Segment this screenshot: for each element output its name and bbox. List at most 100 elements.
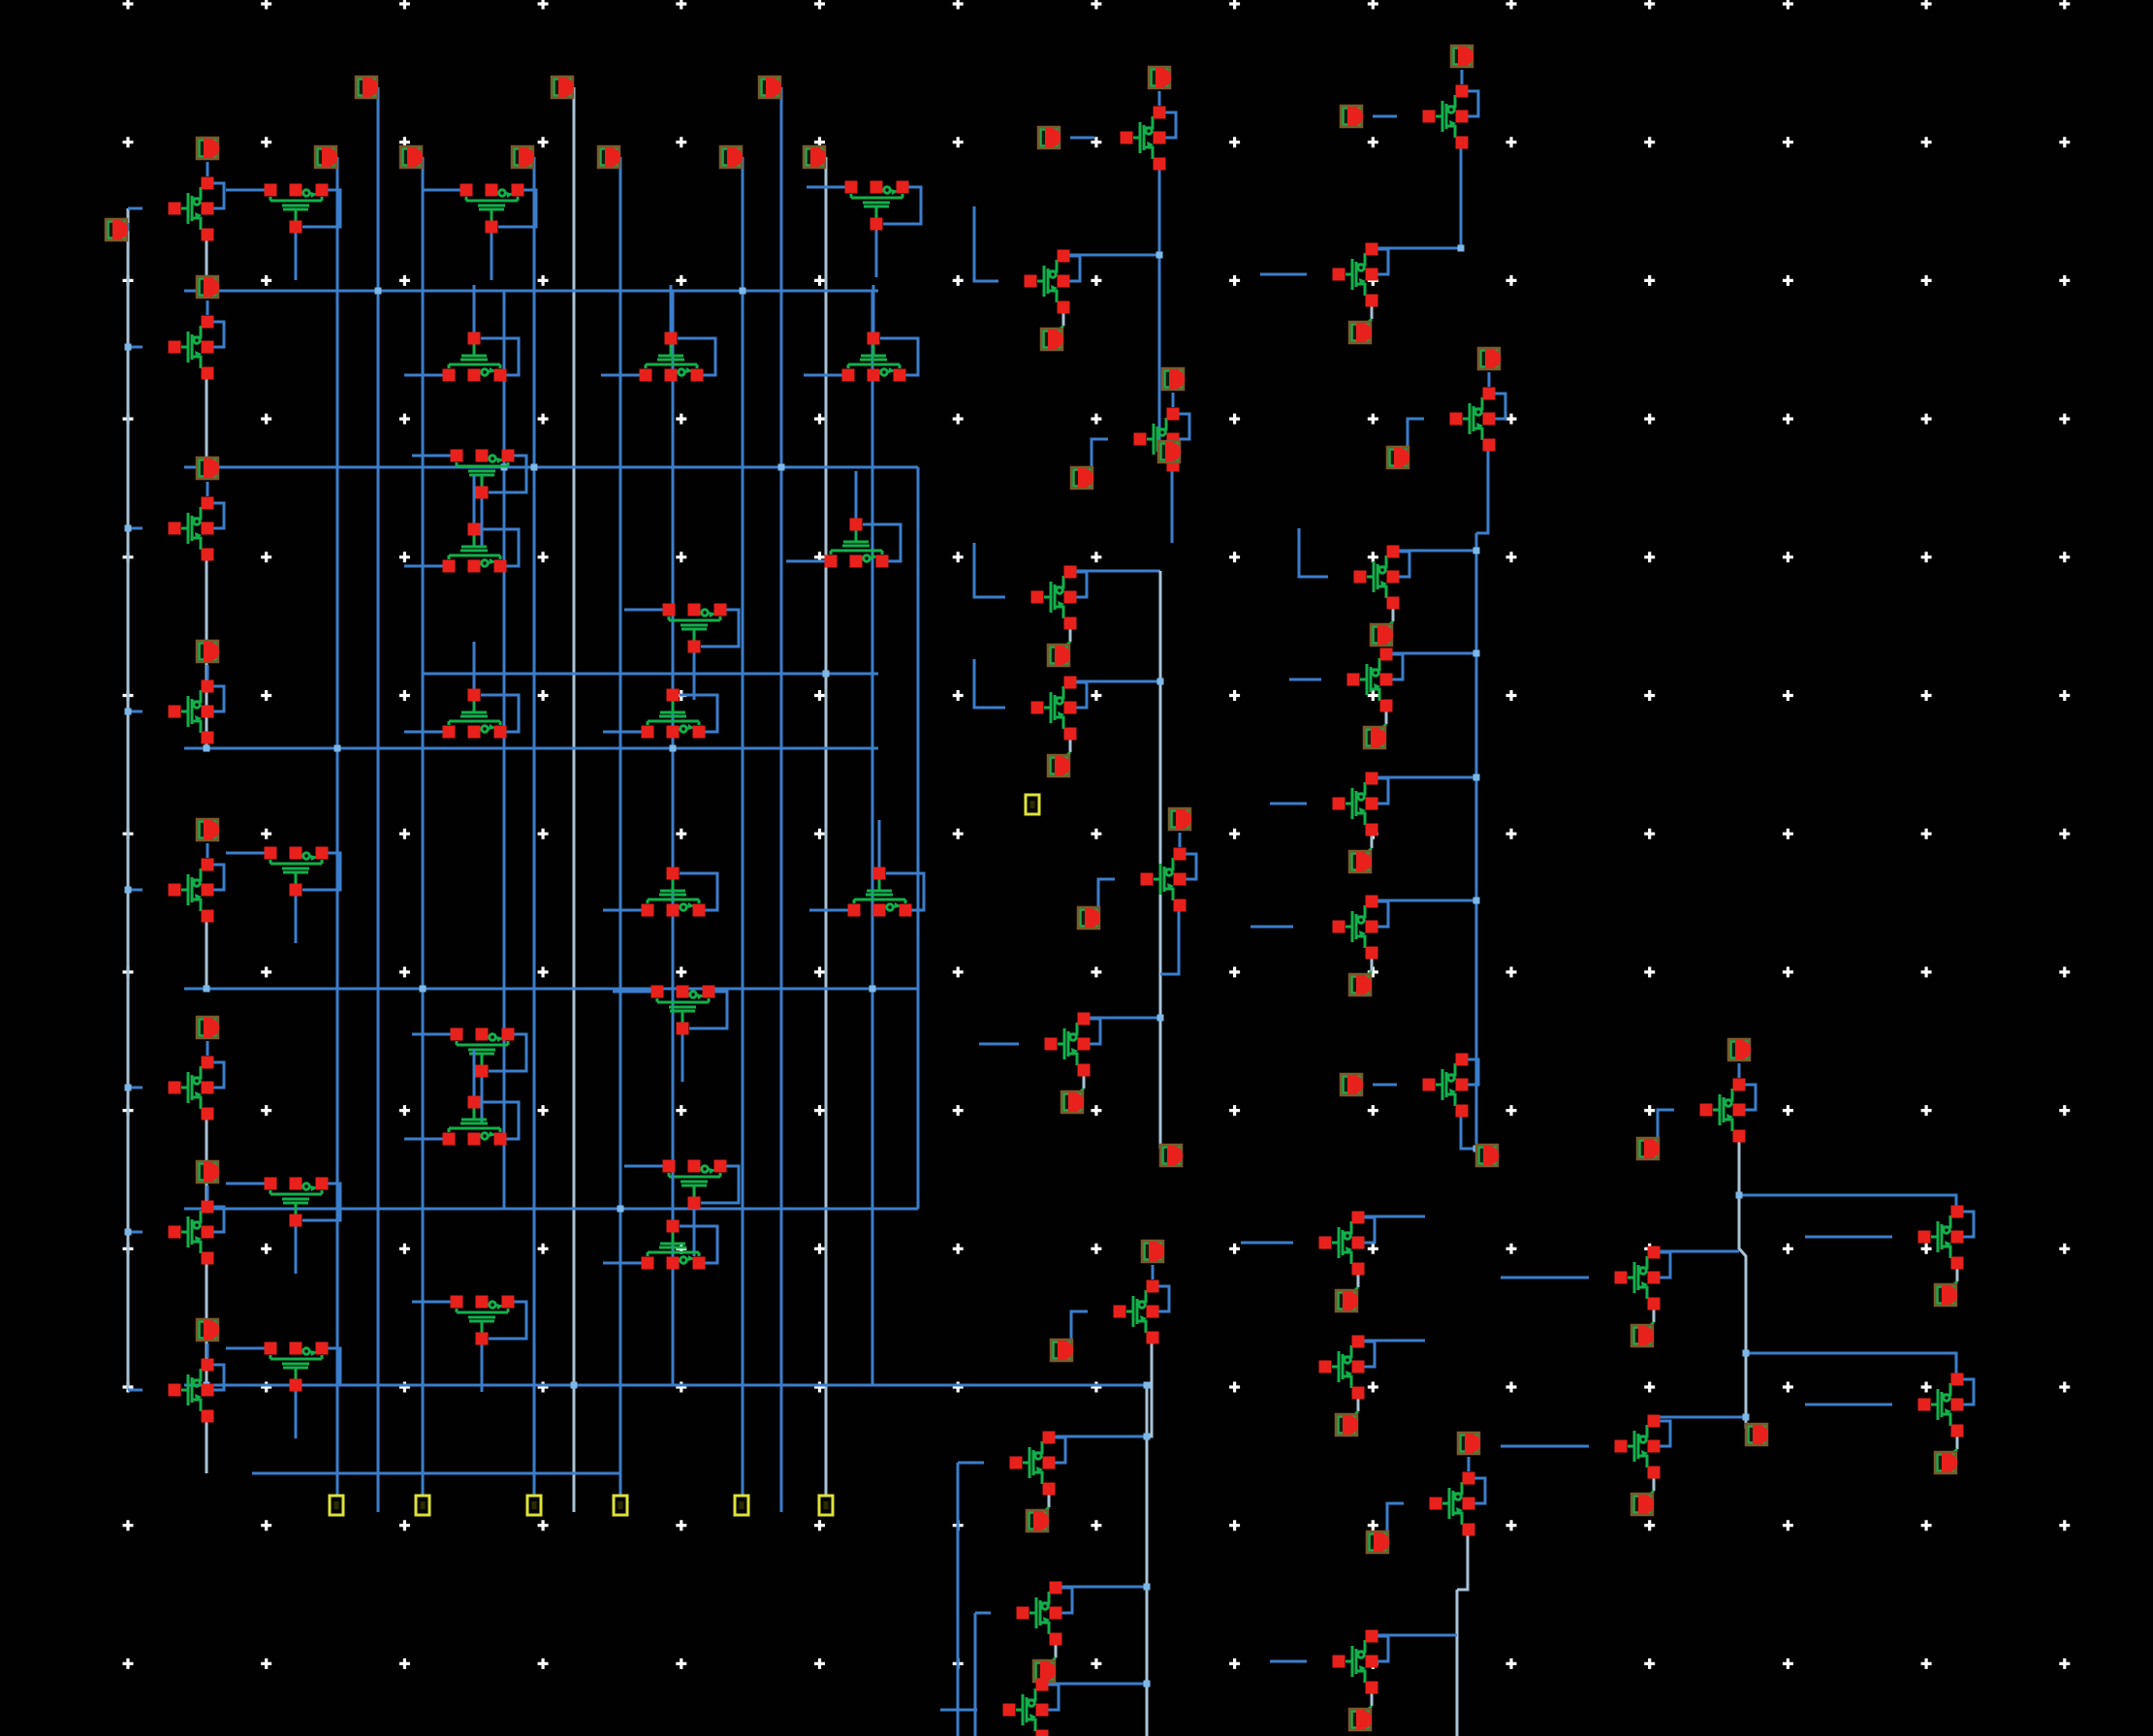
terminal[interactable]: [1647, 1466, 1661, 1479]
export-pin[interactable]: [1334, 1412, 1359, 1437]
terminal[interactable]: [201, 548, 214, 561]
transistor-mos[interactable]: [1346, 647, 1405, 750]
terminal[interactable]: [702, 985, 715, 998]
transistor-mos[interactable]: [603, 1173, 719, 1270]
terminal[interactable]: [1049, 1581, 1062, 1594]
terminal[interactable]: [872, 867, 886, 880]
export-pin[interactable]: [1744, 1422, 1769, 1447]
export-pin[interactable]: [1933, 1450, 1958, 1475]
terminal[interactable]: [1042, 1431, 1056, 1444]
terminal[interactable]: [841, 368, 855, 382]
terminal[interactable]: [201, 1251, 214, 1265]
terminal[interactable]: [1042, 1482, 1056, 1496]
transistor-mos[interactable]: [226, 1177, 342, 1275]
terminal[interactable]: [1950, 1256, 1964, 1270]
terminal[interactable]: [201, 1383, 214, 1397]
wire[interactable]: [1746, 1351, 1958, 1378]
export-pin[interactable]: [1339, 104, 1364, 129]
terminal[interactable]: [1429, 1497, 1442, 1510]
terminal[interactable]: [896, 180, 909, 194]
transistor-mos[interactable]: [809, 820, 926, 917]
junction-node[interactable]: [333, 744, 341, 752]
terminal[interactable]: [676, 985, 689, 998]
terminal[interactable]: [1386, 596, 1400, 610]
transistor-mos[interactable]: [1036, 65, 1178, 171]
terminal[interactable]: [1386, 545, 1400, 558]
junction-node[interactable]: [1457, 244, 1465, 252]
transistor-mos[interactable]: [624, 1159, 741, 1257]
terminal[interactable]: [1614, 1439, 1628, 1453]
terminal[interactable]: [467, 368, 481, 382]
transistor-mos[interactable]: [1917, 1205, 1976, 1308]
terminal[interactable]: [168, 1225, 181, 1239]
export-pin[interactable]: [718, 144, 744, 170]
transistor-mos[interactable]: [1044, 1012, 1102, 1115]
export-pin[interactable]: [354, 75, 379, 100]
transistor-mos[interactable]: [1614, 1246, 1672, 1348]
transistor-mos[interactable]: [404, 476, 521, 573]
terminal[interactable]: [1063, 727, 1077, 741]
terminal[interactable]: [1351, 1211, 1365, 1224]
terminal[interactable]: [1049, 1606, 1062, 1620]
wire[interactable]: [1739, 1193, 1958, 1211]
transistor-mos[interactable]: [1318, 1335, 1377, 1437]
terminal[interactable]: [315, 1177, 329, 1190]
port-yellow[interactable]: [414, 1494, 431, 1517]
export-pin[interactable]: [1933, 1282, 1958, 1308]
terminal[interactable]: [168, 521, 181, 535]
terminal[interactable]: [1024, 274, 1037, 288]
terminal[interactable]: [501, 449, 515, 462]
terminal[interactable]: [687, 1196, 701, 1210]
terminal[interactable]: [1950, 1230, 1964, 1244]
terminal[interactable]: [475, 1027, 489, 1041]
export-pin[interactable]: [195, 136, 220, 161]
terminal[interactable]: [467, 522, 481, 536]
terminal[interactable]: [467, 688, 481, 702]
transistor-mos[interactable]: [404, 285, 521, 382]
terminal[interactable]: [201, 1358, 214, 1372]
transistor-mos[interactable]: [1016, 1581, 1074, 1684]
terminal[interactable]: [475, 1332, 489, 1345]
terminal[interactable]: [493, 725, 507, 739]
transistor-mos[interactable]: [804, 285, 920, 382]
terminal[interactable]: [899, 903, 912, 917]
terminal[interactable]: [870, 217, 883, 231]
terminal[interactable]: [1482, 387, 1496, 400]
transistor-mos[interactable]: [168, 1159, 226, 1265]
export-pin[interactable]: [1167, 806, 1192, 832]
transistor-mos[interactable]: [412, 1295, 528, 1393]
terminal[interactable]: [1455, 84, 1469, 98]
export-pin[interactable]: [1140, 1239, 1165, 1264]
terminal[interactable]: [1365, 772, 1378, 785]
junction-node[interactable]: [530, 463, 538, 471]
terminal[interactable]: [467, 1095, 481, 1109]
terminal[interactable]: [1950, 1424, 1964, 1437]
terminal[interactable]: [650, 985, 664, 998]
terminal[interactable]: [501, 1027, 515, 1041]
terminal[interactable]: [1044, 1037, 1058, 1051]
terminal[interactable]: [1351, 1360, 1365, 1373]
export-pin[interactable]: [1158, 1143, 1184, 1168]
export-pin[interactable]: [1031, 1658, 1057, 1684]
port-yellow[interactable]: [1024, 793, 1041, 816]
export-pin[interactable]: [1369, 622, 1394, 647]
terminal[interactable]: [475, 1295, 489, 1309]
terminal[interactable]: [676, 1022, 689, 1035]
transistor-mos[interactable]: [404, 1049, 521, 1146]
terminal[interactable]: [289, 220, 302, 234]
export-pin[interactable]: [313, 144, 338, 170]
terminal[interactable]: [662, 603, 676, 616]
terminal[interactable]: [1113, 1305, 1126, 1318]
export-pin[interactable]: [1036, 125, 1061, 150]
terminal[interactable]: [1346, 673, 1360, 686]
terminal[interactable]: [201, 340, 214, 354]
export-pin[interactable]: [104, 217, 129, 242]
terminal[interactable]: [467, 1132, 481, 1146]
terminal[interactable]: [493, 368, 507, 382]
terminal[interactable]: [1462, 1523, 1475, 1536]
terminal[interactable]: [475, 486, 489, 499]
terminal[interactable]: [1351, 1262, 1365, 1276]
terminal[interactable]: [847, 903, 861, 917]
terminal[interactable]: [442, 1132, 456, 1146]
terminal[interactable]: [493, 559, 507, 573]
